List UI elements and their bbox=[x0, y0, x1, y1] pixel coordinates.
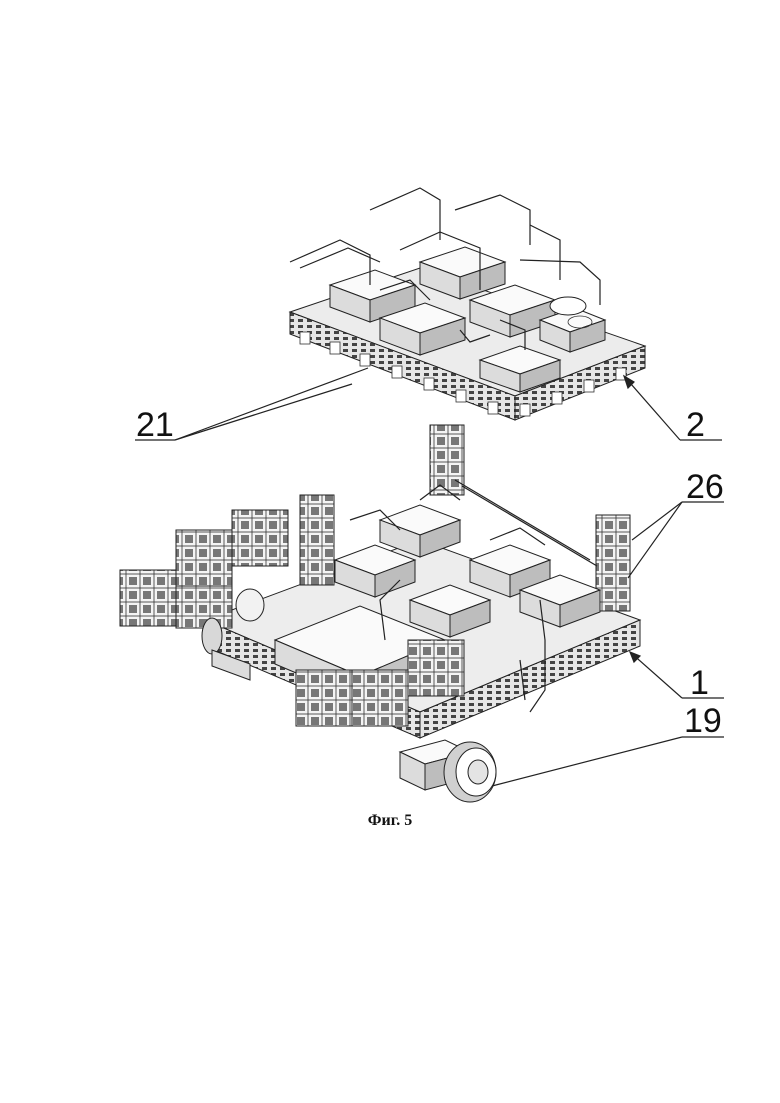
label-21: 21 bbox=[136, 406, 174, 444]
label-1: 1 bbox=[690, 664, 709, 702]
wheel bbox=[444, 742, 496, 802]
lower-module bbox=[120, 425, 640, 802]
label-2: 2 bbox=[686, 406, 705, 444]
upper-module bbox=[290, 188, 645, 420]
label-26: 26 bbox=[686, 468, 724, 506]
label-19: 19 bbox=[684, 702, 722, 740]
figure-caption: Фиг. 5 bbox=[0, 812, 780, 830]
